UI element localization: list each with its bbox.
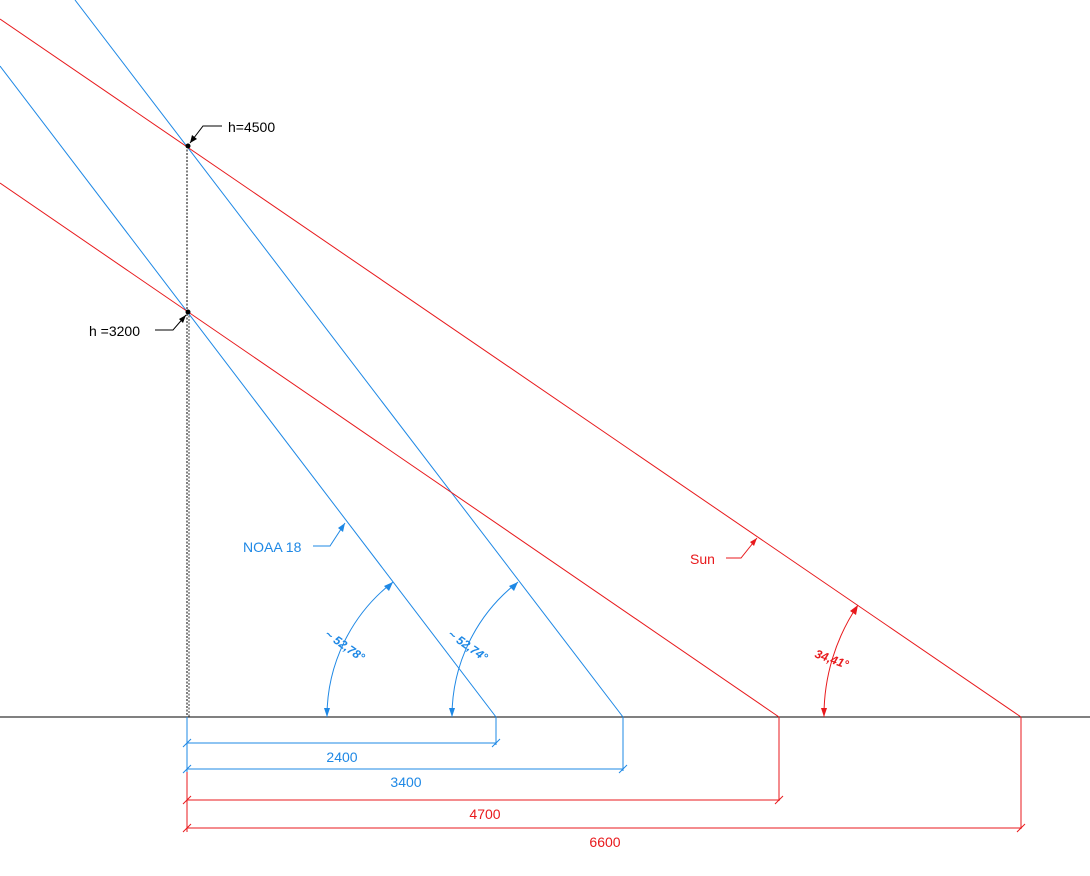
angle-sun-label: 34,41° bbox=[813, 647, 851, 672]
angle-noaa-b: ~ 52,74° bbox=[445, 581, 519, 718]
label-noaa: NOAA 18 bbox=[243, 539, 302, 555]
sun-ray-upper bbox=[0, 18, 1022, 718]
point-h-low bbox=[185, 309, 191, 315]
leader-sun: Sun bbox=[690, 537, 758, 567]
noaa-ray-lower bbox=[0, 65, 497, 718]
angle-sun: 34,41° bbox=[813, 604, 859, 718]
leader-noaa: NOAA 18 bbox=[243, 522, 346, 555]
point-h-top bbox=[185, 143, 191, 149]
dimension-6600: 6600 bbox=[182, 823, 1026, 850]
dimension-4700-label: 4700 bbox=[469, 806, 500, 822]
label-h-low: h =3200 bbox=[89, 323, 140, 339]
sun-ray-lower bbox=[0, 182, 780, 718]
dimension-6600-label: 6600 bbox=[589, 834, 620, 850]
label-sun: Sun bbox=[690, 551, 715, 567]
dimension-4700: 4700 bbox=[182, 795, 784, 822]
dimension-2400-label: 2400 bbox=[326, 749, 357, 765]
dimension-3400-label: 3400 bbox=[390, 774, 421, 790]
dimension-2400: 2400 bbox=[182, 738, 501, 765]
leader-h-top: h=4500 bbox=[189, 119, 275, 144]
angle-noaa-a-label: ~ 52,78° bbox=[322, 627, 367, 664]
label-h-top: h=4500 bbox=[228, 119, 275, 135]
angle-noaa-a: ~ 52,78° bbox=[322, 581, 394, 718]
dimension-3400: 3400 bbox=[182, 764, 628, 790]
noaa-ray-upper bbox=[74, 0, 624, 718]
leader-h-low: h =3200 bbox=[89, 314, 187, 339]
